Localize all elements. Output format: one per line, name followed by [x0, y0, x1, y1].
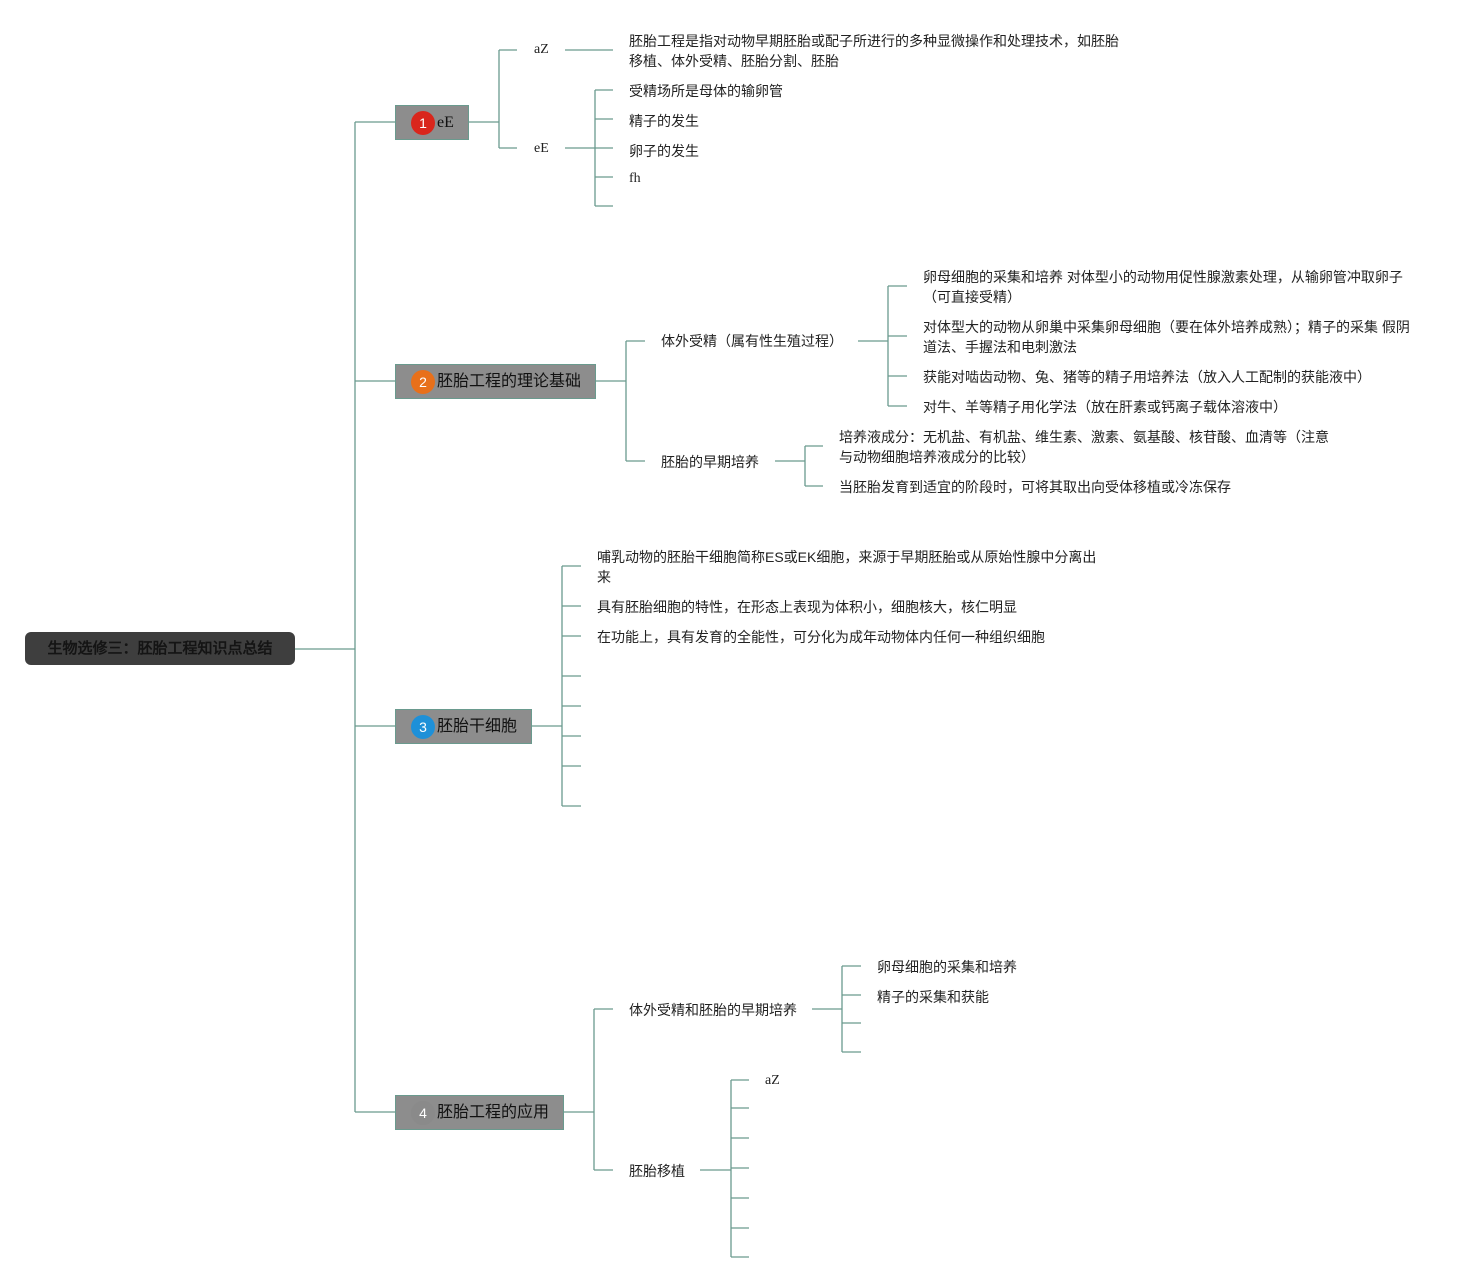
leaf-node[interactable]: 哺乳动物的胚胎干细胞简称ES或EK细胞，来源于早期胚胎或从原始性腺中分离出来	[597, 549, 1097, 585]
branch-node[interactable]: 胚胎移植	[629, 1163, 685, 1179]
leaf-node[interactable]: 卵母细胞的采集和培养 对体型小的动物用促性腺激素处理，从输卵管冲取卵子（可直接受…	[923, 269, 1403, 305]
number-badge-icon: 3	[411, 715, 435, 739]
topic-node-4[interactable]: 4 胚胎工程的应用	[395, 1095, 564, 1130]
number-badge-icon: 4	[411, 1101, 435, 1125]
leaf-node[interactable]: 受精场所是母体的输卵管	[629, 83, 783, 99]
topic-label: 胚胎干细胞	[437, 718, 518, 735]
leaf-node[interactable]: fh	[629, 171, 641, 186]
topic-label: 胚胎工程的理论基础	[437, 373, 582, 390]
leaf-node[interactable]: 在功能上，具有发育的全能性，可分化为成年动物体内任何一种组织细胞	[597, 629, 1045, 645]
number-badge-icon: 2	[411, 370, 435, 394]
leaf-node[interactable]: 精子的发生	[629, 113, 699, 129]
branch-node[interactable]: eE	[534, 141, 549, 156]
topic-label: 胚胎工程的应用	[437, 1104, 550, 1121]
leaf-node[interactable]: 对体型大的动物从卵巢中采集卵母细胞（要在体外培养成熟）；精子的采集 假阴道法、手…	[923, 319, 1410, 355]
topic-node-3[interactable]: 3 胚胎干细胞	[395, 709, 532, 744]
topic-node-2[interactable]: 2 胚胎工程的理论基础	[395, 364, 596, 399]
branch-node[interactable]: 体外受精（属有性生殖过程）	[661, 333, 843, 349]
leaf-node[interactable]: 对牛、羊等精子用化学法（放在肝素或钙离子载体溶液中）	[923, 399, 1287, 415]
branch-node[interactable]: aZ	[534, 42, 549, 57]
root-label: 生物选修三：胚胎工程知识点总结	[47, 640, 273, 657]
leaf-node[interactable]: 胚胎工程是指对动物早期胚胎或配子所进行的多种显微操作和处理技术，如胚胎移植、体外…	[629, 33, 1119, 69]
leaf-node[interactable]: 培养液成分：无机盐、有机盐、维生素、激素、氨基酸、核苷酸、血清等（注意与动物细胞…	[839, 429, 1329, 465]
root-node[interactable]: 生物选修三：胚胎工程知识点总结	[25, 632, 295, 665]
leaf-node[interactable]: 具有胚胎细胞的特性，在形态上表现为体积小，细胞核大，核仁明显	[597, 599, 1017, 615]
leaf-node[interactable]: 卵子的发生	[629, 143, 699, 159]
leaf-node[interactable]: 精子的采集和获能	[877, 989, 989, 1005]
leaf-node[interactable]: aZ	[765, 1073, 780, 1088]
leaf-node[interactable]: 获能对啮齿动物、兔、猪等的精子用培养法（放入人工配制的获能液中）	[923, 369, 1371, 385]
leaf-node[interactable]: 卵母细胞的采集和培养	[877, 959, 1017, 975]
topic-node-1[interactable]: 1 eE	[395, 105, 469, 140]
branch-node[interactable]: 体外受精和胚胎的早期培养	[629, 1002, 797, 1018]
number-badge-icon: 1	[411, 111, 435, 135]
leaf-node[interactable]: 当胚胎发育到适宜的阶段时，可将其取出向受体移植或冷冻保存	[839, 479, 1231, 495]
branch-node[interactable]: 胚胎的早期培养	[661, 454, 759, 470]
topic-label: eE	[437, 114, 454, 131]
